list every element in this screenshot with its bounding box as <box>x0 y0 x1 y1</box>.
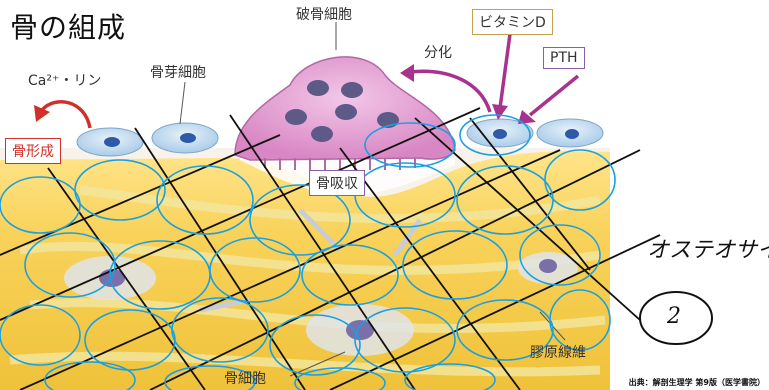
page-title: 骨の組成 <box>10 6 126 46</box>
osteoblast-label: 骨芽細胞 <box>150 62 206 82</box>
handwritten-circled-number: 2 <box>667 304 681 329</box>
osteoclast-label: 破骨細胞 <box>296 4 352 24</box>
source-citation: 出典：解剖生理学 第9版（医学書院） <box>629 377 765 388</box>
osteocyte-label: 骨細胞 <box>224 368 266 388</box>
ca-phosphorus-label: Ca²⁺・リン <box>28 70 101 90</box>
vitamin-d-label: ビタミンD <box>472 9 553 35</box>
differentiation-label: 分化 <box>424 42 452 62</box>
handwritten-note: オステオサイト <box>647 232 769 264</box>
collagen-fiber-label: 膠原線維 <box>530 342 586 362</box>
bone-resorption-label: 骨吸収 <box>309 170 365 196</box>
bone-formation-label: 骨形成 <box>5 138 61 164</box>
pth-label: PTH <box>543 47 585 69</box>
